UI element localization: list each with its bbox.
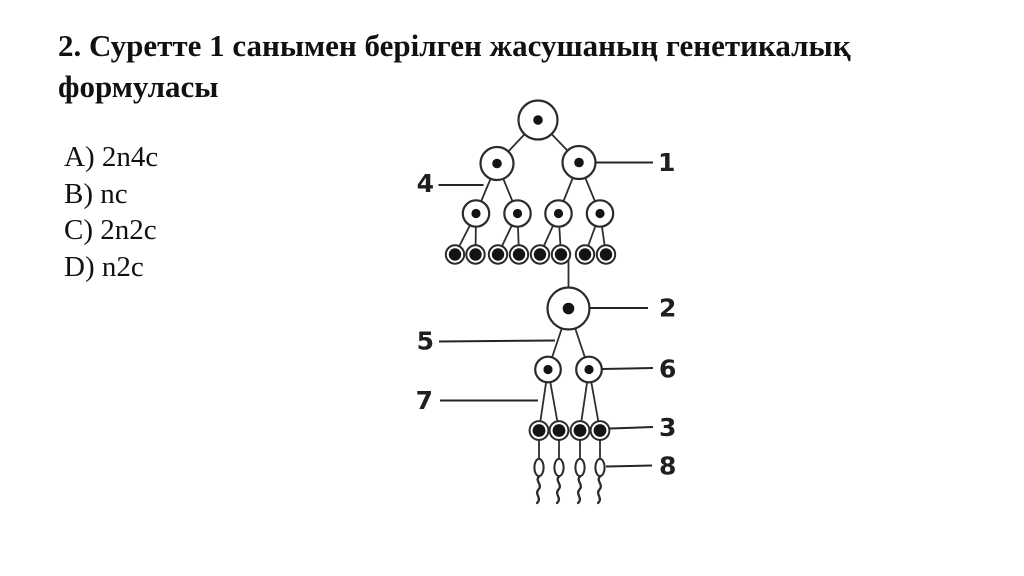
spermatogonia-row [444,244,617,265]
figure-label-3: 3 [659,413,676,442]
question-title-line-2: формуласы [58,69,219,104]
spermatid-cells [528,420,611,441]
option-b: B) nc [64,177,128,210]
figure-label-7: 7 [416,386,433,415]
primary-spermatocyte-cell [546,286,591,331]
figure-label-8: 8 [659,452,676,481]
gametogenesis-figure: 1 2 3 4 5 6 7 8 [416,99,677,505]
figure-label-2: 2 [659,294,676,323]
figure-label-1: 1 [658,148,675,177]
option-a: A) 2n4c [64,141,159,173]
secondary-spermatocyte-cells [534,355,603,384]
option-d: D) n2c [64,250,144,283]
figure-label-6: 6 [659,355,676,384]
figure-number-labels: 1 2 3 4 5 6 7 8 [416,148,677,481]
figure-label-4: 4 [417,169,434,198]
question-title-line-1: 2. Суретте 1 санымен берілген жасушаның … [58,28,851,63]
figure-label-5: 5 [417,327,434,356]
options-list: A) 2n4c B) nc C) 2n2c D) n2c [64,139,158,285]
option-c: C) 2n2c [64,214,157,246]
pointer-lines [438,161,654,468]
sperm-cells [533,457,606,505]
mitosis-cells [461,99,615,228]
question-title: 2. Суретте 1 санымен берілген жасушаның … [58,25,851,107]
